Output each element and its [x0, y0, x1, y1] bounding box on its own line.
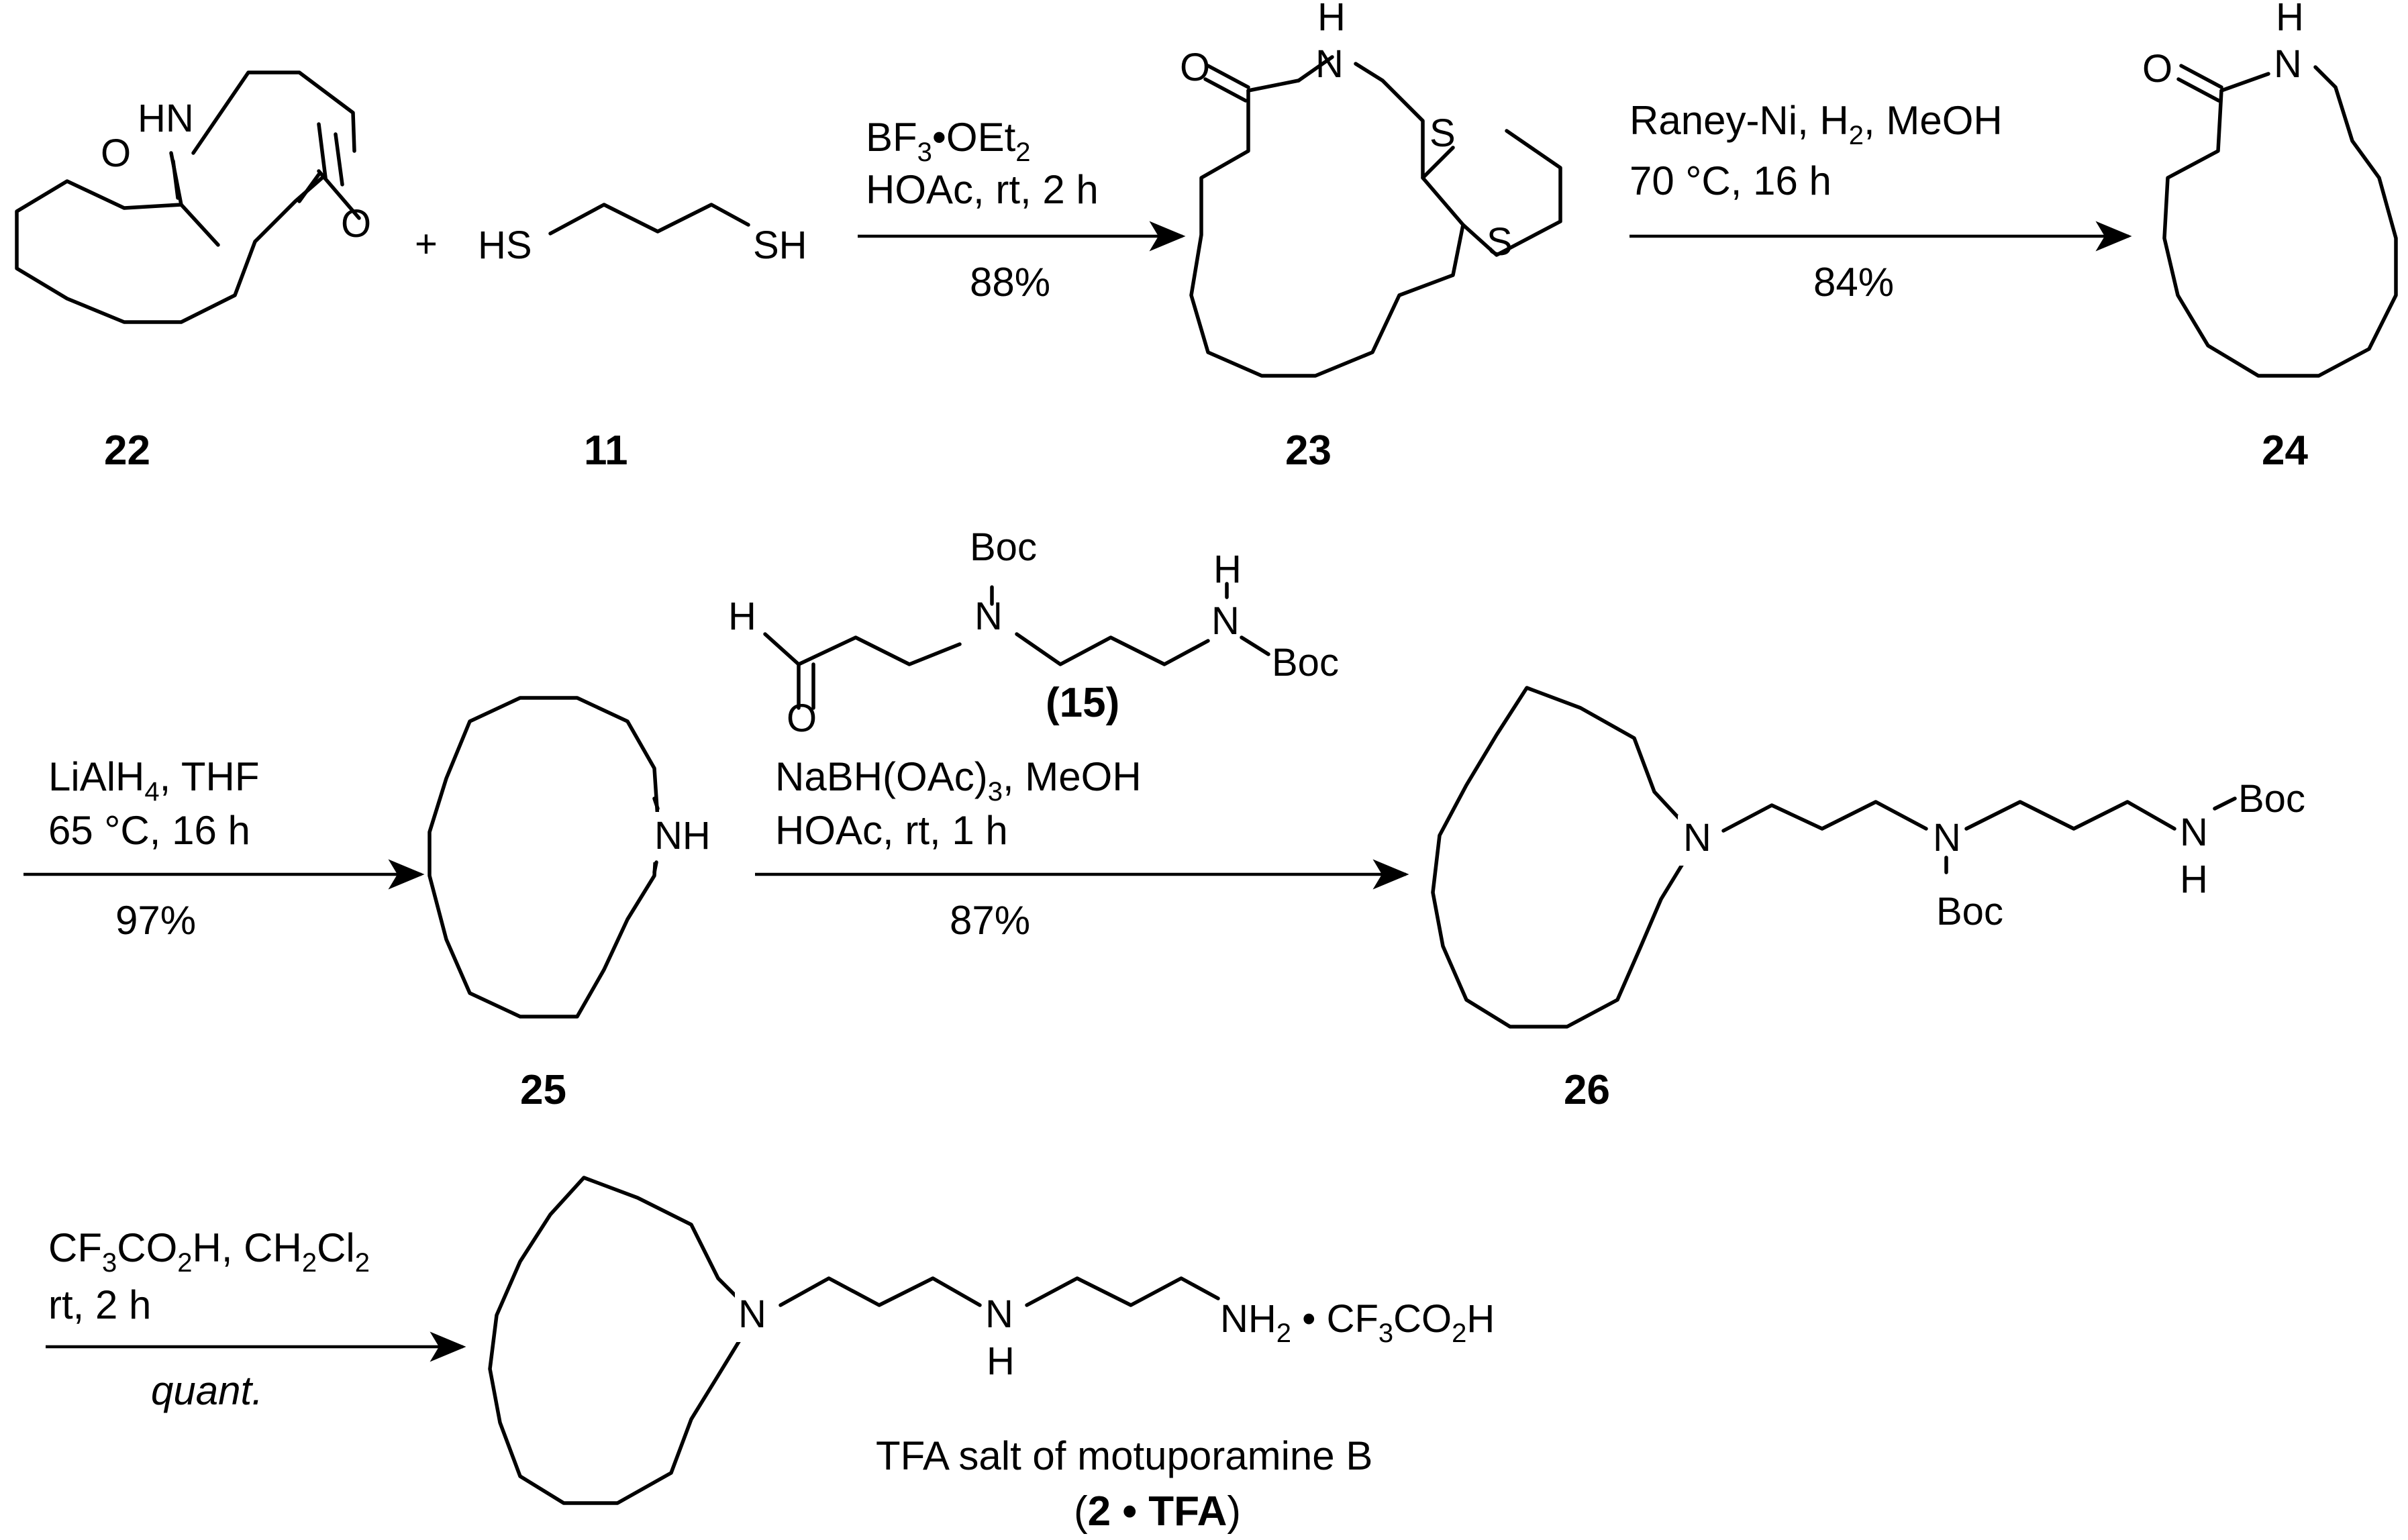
- atom-sh: SH: [753, 223, 807, 267]
- step-5-conditions: rt, 2 h: [48, 1282, 151, 1327]
- atom-n: N: [1933, 816, 1961, 860]
- atom-n: N: [974, 595, 1003, 638]
- atom-n: N: [1211, 599, 1240, 643]
- step-5-reagents: CF3CO2H, CH2Cl2: [48, 1225, 370, 1278]
- compound-id-25: 25: [520, 1067, 566, 1113]
- compound-id-24: 24: [2262, 427, 2308, 474]
- amine-salt-label: NH2 • CF3CO2H: [1220, 1297, 1495, 1348]
- step-1: BF3•OEt2 HOAc, rt, 2 h 88%: [858, 115, 1186, 305]
- atom-o: O: [341, 202, 371, 246]
- atom-h: H: [987, 1339, 1015, 1383]
- step-2-yield: 84%: [1813, 260, 1894, 305]
- step-4-conditions: HOAc, rt, 1 h: [775, 808, 1008, 853]
- step-4-reagents: NaBH(OAc)3, MeOH: [775, 754, 1142, 807]
- atom-boc: Boc: [2238, 777, 2305, 821]
- compound-26-structure: N N Boc N H Boc: [1431, 686, 2305, 1029]
- step-1-conditions: HOAc, rt, 2 h: [866, 167, 1099, 212]
- compound-2-structure: N N H NH2 • CF3CO2H: [488, 1176, 1495, 1505]
- atom-nh: NH: [654, 814, 711, 858]
- atom-h: H: [728, 595, 756, 638]
- atom-h: H: [1317, 0, 1346, 39]
- step-3-conditions: 65 °C, 16 h: [48, 808, 250, 853]
- atom-n: N: [2274, 42, 2302, 86]
- product-caption: TFA salt of motuporamine B: [876, 1433, 1372, 1478]
- atom-n: N: [738, 1292, 766, 1336]
- atom-boc: Boc: [970, 525, 1037, 569]
- compound-23-structure: O N H S S: [1180, 0, 1562, 378]
- atom-o: O: [2142, 47, 2172, 91]
- atom-o: O: [1180, 46, 1210, 89]
- compound-id-26: 26: [1564, 1067, 1610, 1113]
- atom-nh: HN: [138, 97, 194, 140]
- compound-id-23: 23: [1285, 427, 1332, 474]
- compound-id-15: (15): [1046, 680, 1119, 726]
- atom-o: O: [101, 132, 131, 175]
- step-3: LiAlH4, THF 65 °C, 16 h 97%: [23, 754, 425, 943]
- atom-n: N: [1683, 816, 1711, 860]
- compound-id-2-tfa: (2 • TFA): [1074, 1488, 1241, 1535]
- step-5: CF3CO2H, CH2Cl2 rt, 2 h quant.: [46, 1225, 466, 1413]
- plus-sign: +: [415, 222, 438, 266]
- compound-22-structure: HN O O: [15, 70, 371, 324]
- step-1-reagents: BF3•OEt2: [866, 115, 1031, 167]
- step-5-yield: quant.: [151, 1368, 263, 1413]
- atom-n: N: [1315, 42, 1344, 86]
- atom-s: S: [1429, 111, 1456, 155]
- step-1-yield: 88%: [970, 260, 1050, 305]
- atom-hs: HS: [478, 223, 532, 267]
- compound-11-structure: HS SH: [478, 203, 807, 267]
- step-4: NaBH(OAc)3, MeOH HOAc, rt, 1 h 87%: [755, 754, 1409, 943]
- compound-25-structure: NH: [428, 696, 735, 1019]
- atom-n: N: [985, 1292, 1013, 1336]
- compound-15-structure: H O N Boc N H Boc: [728, 525, 1339, 740]
- step-2-reagents: Raney-Ni, H2, MeOH: [1629, 98, 2003, 150]
- atom-h: H: [1213, 548, 1242, 591]
- atom-boc: Boc: [1936, 890, 2003, 933]
- atom-boc: Boc: [1272, 641, 1339, 684]
- compound-24-structure: O N H: [2142, 0, 2398, 378]
- step-3-reagents: LiAlH4, THF: [48, 754, 260, 807]
- compound-id-22: 22: [104, 427, 150, 474]
- step-2-conditions: 70 °C, 16 h: [1629, 158, 1832, 203]
- atom-o: O: [787, 697, 817, 740]
- atom-s: S: [1487, 220, 1513, 264]
- compound-id-11: 11: [584, 427, 628, 474]
- atom-h: H: [2180, 858, 2208, 901]
- step-4-yield: 87%: [950, 898, 1030, 943]
- atom-n: N: [2180, 811, 2208, 854]
- step-2: Raney-Ni, H2, MeOH 70 °C, 16 h 84%: [1629, 98, 2132, 305]
- step-3-yield: 97%: [115, 898, 196, 943]
- atom-h: H: [2276, 0, 2304, 39]
